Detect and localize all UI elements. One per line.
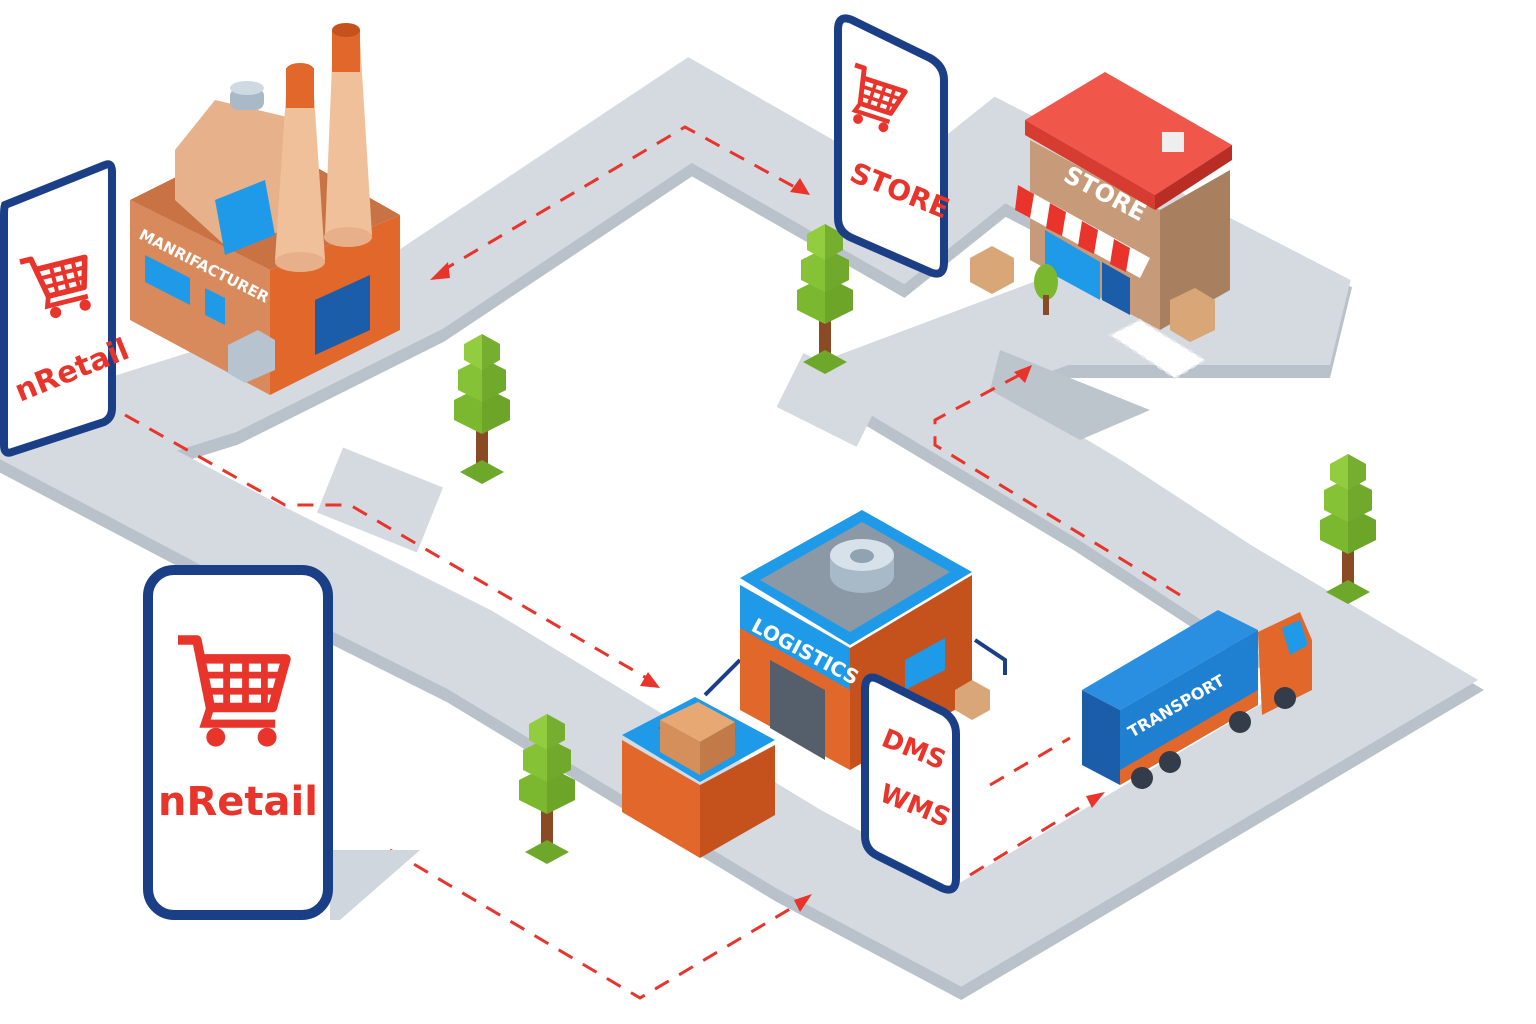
logistics-building: LOGISTICS xyxy=(703,510,1007,770)
tree-icon xyxy=(454,334,510,484)
factory-building: MANRIFACTURER xyxy=(130,23,400,395)
arrow-to-store-lot xyxy=(933,370,1181,597)
phone-big-nretail: nRetail xyxy=(143,565,420,920)
big-phone-brand: nRetail xyxy=(158,779,318,825)
store-awning xyxy=(1015,185,1150,278)
transport-truck: TRANSPORT xyxy=(1082,610,1312,789)
phone-dms-wms: DMS WMS xyxy=(861,673,960,894)
arrow-phone-to-road xyxy=(389,848,806,1000)
flow-arrows xyxy=(124,125,1181,1000)
arrow-dms-to-truck xyxy=(969,793,1101,877)
shipping-container xyxy=(622,697,775,858)
arrow-factory-to-store xyxy=(439,125,801,274)
tree-icon xyxy=(1320,454,1376,604)
arrow-logistics-to-truck xyxy=(989,736,1071,787)
phone-left-nretail: nRetail xyxy=(0,160,134,457)
phone-store: STORE xyxy=(834,14,954,278)
store-building: STORE xyxy=(970,72,1232,380)
arrow-left-to-logistics xyxy=(124,413,651,682)
arrowheads xyxy=(430,178,1105,912)
